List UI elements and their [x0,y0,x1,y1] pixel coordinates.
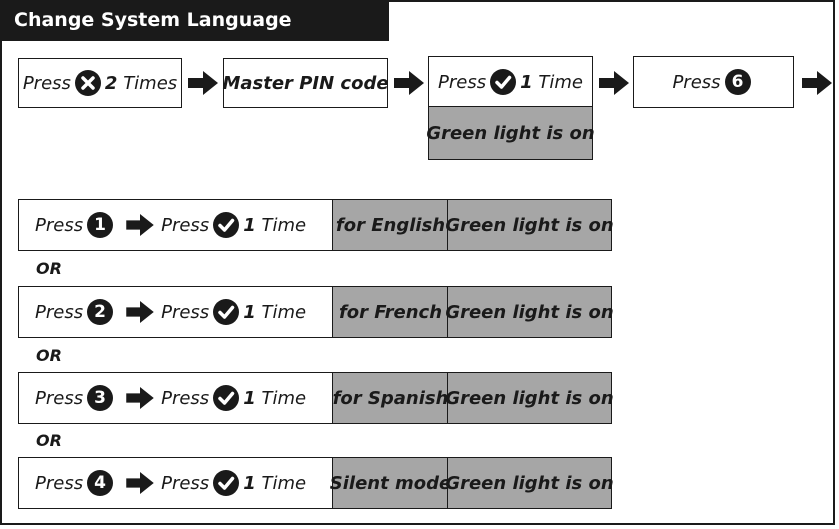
option-row-spanish: Press 3 Press 1 Time for Spanish Green l… [18,372,614,424]
option-press-cell: Press 4 Press 1 Time [18,457,334,509]
number-1-icon: 1 [87,212,114,238]
option-result: Green light is on [445,286,614,338]
step-press-6: Press 6 [633,56,794,108]
option-word: Time [261,387,307,409]
option-row-silent: Press 4 Press 1 Time Silent mode Green l… [18,457,614,509]
or-label: OR [36,346,62,365]
number-2-icon: 2 [87,299,114,325]
option-result: Green light is on [445,457,614,509]
option-mode: for French [332,286,449,338]
step-press-check-count: 1 [520,71,533,93]
step-press-x-count: 2 [104,72,118,94]
check-circle-icon [213,470,240,496]
or-label: OR [36,431,62,450]
right-arrow-icon [126,387,154,409]
step-press-check-word: Time [538,71,583,93]
number-4-icon: 4 [87,470,114,496]
right-arrow-icon [599,71,629,95]
option-mode: for Spanish [332,372,449,424]
check-circle-icon [213,212,240,238]
check-circle-icon [490,69,517,95]
right-arrow-icon [802,71,832,95]
step-press-x: Press 2 Times [18,58,182,108]
option-press2-label: Press [161,301,210,323]
option-result: Green light is on [445,199,614,251]
option-press-cell: Press 2 Press 1 Time [18,286,334,338]
step-master-pin: Master PIN code [222,58,389,108]
right-arrow-icon [394,71,424,95]
step-press-check-prefix: Press [438,71,487,93]
option-row-french: Press 2 Press 1 Time for French Green li… [18,286,614,338]
right-arrow-icon [126,301,154,323]
step-green-light: Green light is on [426,106,595,160]
right-arrow-icon [126,214,154,236]
or-label: OR [36,259,62,278]
number-3-icon: 3 [87,385,114,411]
step-press-check: Press 1 Time [428,56,593,108]
option-word: Time [261,301,307,323]
option-row-english: Press 1 Press 1 Time for English Green l… [18,199,614,251]
step-press-6-prefix: Press [672,71,721,93]
option-count: 1 [243,472,256,494]
option-press-label: Press [35,472,84,494]
option-press-label: Press [35,387,84,409]
option-word: Time [261,214,307,236]
number-6-icon: 6 [724,69,751,95]
option-mode: Silent mode [330,457,451,509]
option-press2-label: Press [161,214,210,236]
option-press-label: Press [35,214,84,236]
option-result: Green light is on [445,372,614,424]
step-green-light-label: Green light is on [426,122,595,144]
step-press-x-word: Times [123,72,178,94]
option-press2-label: Press [161,472,210,494]
option-press2-label: Press [161,387,210,409]
x-circle-icon [74,70,101,96]
step-press-x-prefix: Press [22,72,71,94]
option-count: 1 [243,214,256,236]
option-mode: for English [332,199,449,251]
option-press-cell: Press 1 Press 1 Time [18,199,334,251]
right-arrow-icon [126,472,154,494]
option-press-cell: Press 3 Press 1 Time [18,372,334,424]
diagram-title: Change System Language [0,0,389,41]
right-arrow-icon [188,71,218,95]
check-circle-icon [213,385,240,411]
option-word: Time [261,472,307,494]
option-count: 1 [243,387,256,409]
step-master-pin-label: Master PIN code [222,72,389,94]
option-count: 1 [243,301,256,323]
check-circle-icon [213,299,240,325]
option-press-label: Press [35,301,84,323]
